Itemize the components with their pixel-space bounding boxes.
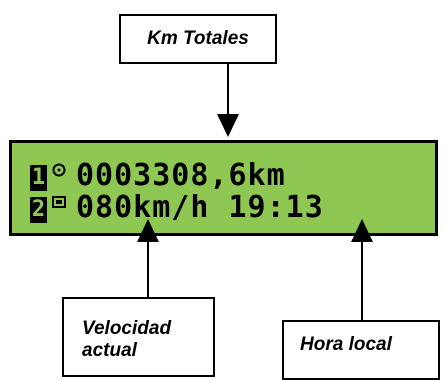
speed-and-time-value: 080km/h 19:13 (76, 190, 324, 225)
lcd-line-2: 2 080km/h 19:13 (30, 193, 324, 223)
tachograph-lcd-display: 1 0003308,6km 2 080km/h 19:13 (9, 140, 438, 236)
card-icon (52, 196, 66, 208)
callout-km-totales: Km Totales (119, 14, 277, 64)
callout-km-totales-label: Km Totales (147, 28, 249, 49)
lcd-line-1: 1 0003308,6km (30, 161, 286, 191)
callout-hora-local-label: Hora local (300, 334, 392, 355)
line-2-number-badge: 2 (30, 197, 47, 223)
callout-velocidad-actual: Velocidad actual (62, 297, 215, 377)
line-1-number-badge: 1 (30, 165, 47, 191)
clock-icon (52, 163, 66, 177)
total-distance-value: 0003308,6km (76, 158, 286, 193)
callout-hora-local: Hora local (282, 320, 440, 380)
callout-velocidad-line-2: actual (82, 340, 137, 361)
arrow-km-totales (217, 64, 239, 137)
callout-velocidad-line-1: Velocidad (82, 318, 172, 339)
